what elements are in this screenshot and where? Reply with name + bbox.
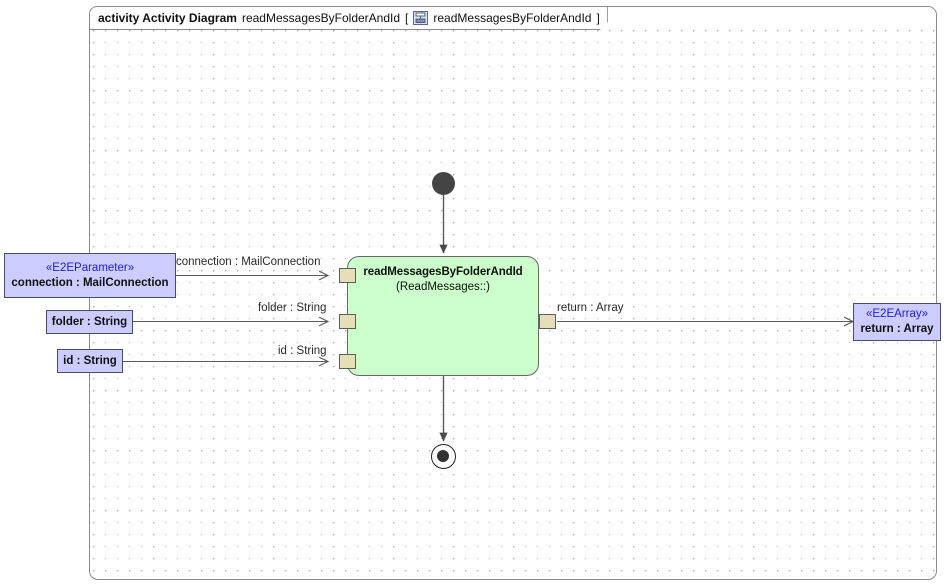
parameter-node-folder[interactable]: folder : String [46, 310, 133, 334]
input-pin-id[interactable] [339, 354, 356, 369]
result-stereotype: «E2EArray» [865, 308, 928, 320]
result-node-return[interactable]: «E2EArray» return : Array [853, 303, 941, 341]
edge-label-return: return : Array [557, 302, 624, 314]
input-pin-connection[interactable] [339, 268, 356, 283]
output-pin-return[interactable] [539, 314, 556, 329]
frame-qualified-name: readMessagesByFolderAndId [433, 11, 592, 25]
input-pin-folder[interactable] [339, 314, 356, 329]
edge-label-connection: connection : MailConnection [176, 256, 321, 268]
parameter-node-id[interactable]: id : String [57, 349, 123, 373]
frame-bracket-open: [ [405, 11, 409, 25]
parameter-label-connection: connection : MailConnection [11, 276, 169, 289]
edge-label-id: id : String [278, 345, 327, 357]
frame-bracket-close: ] [596, 11, 600, 25]
parameter-label-folder: folder : String [51, 315, 128, 328]
initial-node[interactable] [432, 172, 455, 195]
edge-label-folder: folder : String [258, 302, 327, 314]
activity-diagram-icon [413, 11, 428, 25]
action-node-title: readMessagesByFolderAndId [363, 266, 523, 278]
parameter-node-connection[interactable]: «E2EParameter» connection : MailConnecti… [4, 253, 176, 298]
activity-final-node[interactable] [431, 444, 456, 469]
diagram-frame-header[interactable]: activity Activity Diagram readMessagesBy… [89, 6, 608, 30]
parameter-stereotype-connection: «E2EParameter» [45, 261, 135, 274]
parameter-label-id: id : String [63, 354, 117, 367]
action-node-readmessagesbyfolderandid[interactable]: readMessagesByFolderAndId (ReadMessages:… [347, 256, 539, 376]
frame-diagram-name: readMessagesByFolderAndId [241, 11, 401, 25]
frame-keyword: activity Activity Diagram [98, 11, 237, 25]
activity-final-node-inner [437, 450, 449, 462]
result-label: return : Array [860, 323, 934, 335]
action-node-qualifier: (ReadMessages::) [396, 281, 490, 293]
